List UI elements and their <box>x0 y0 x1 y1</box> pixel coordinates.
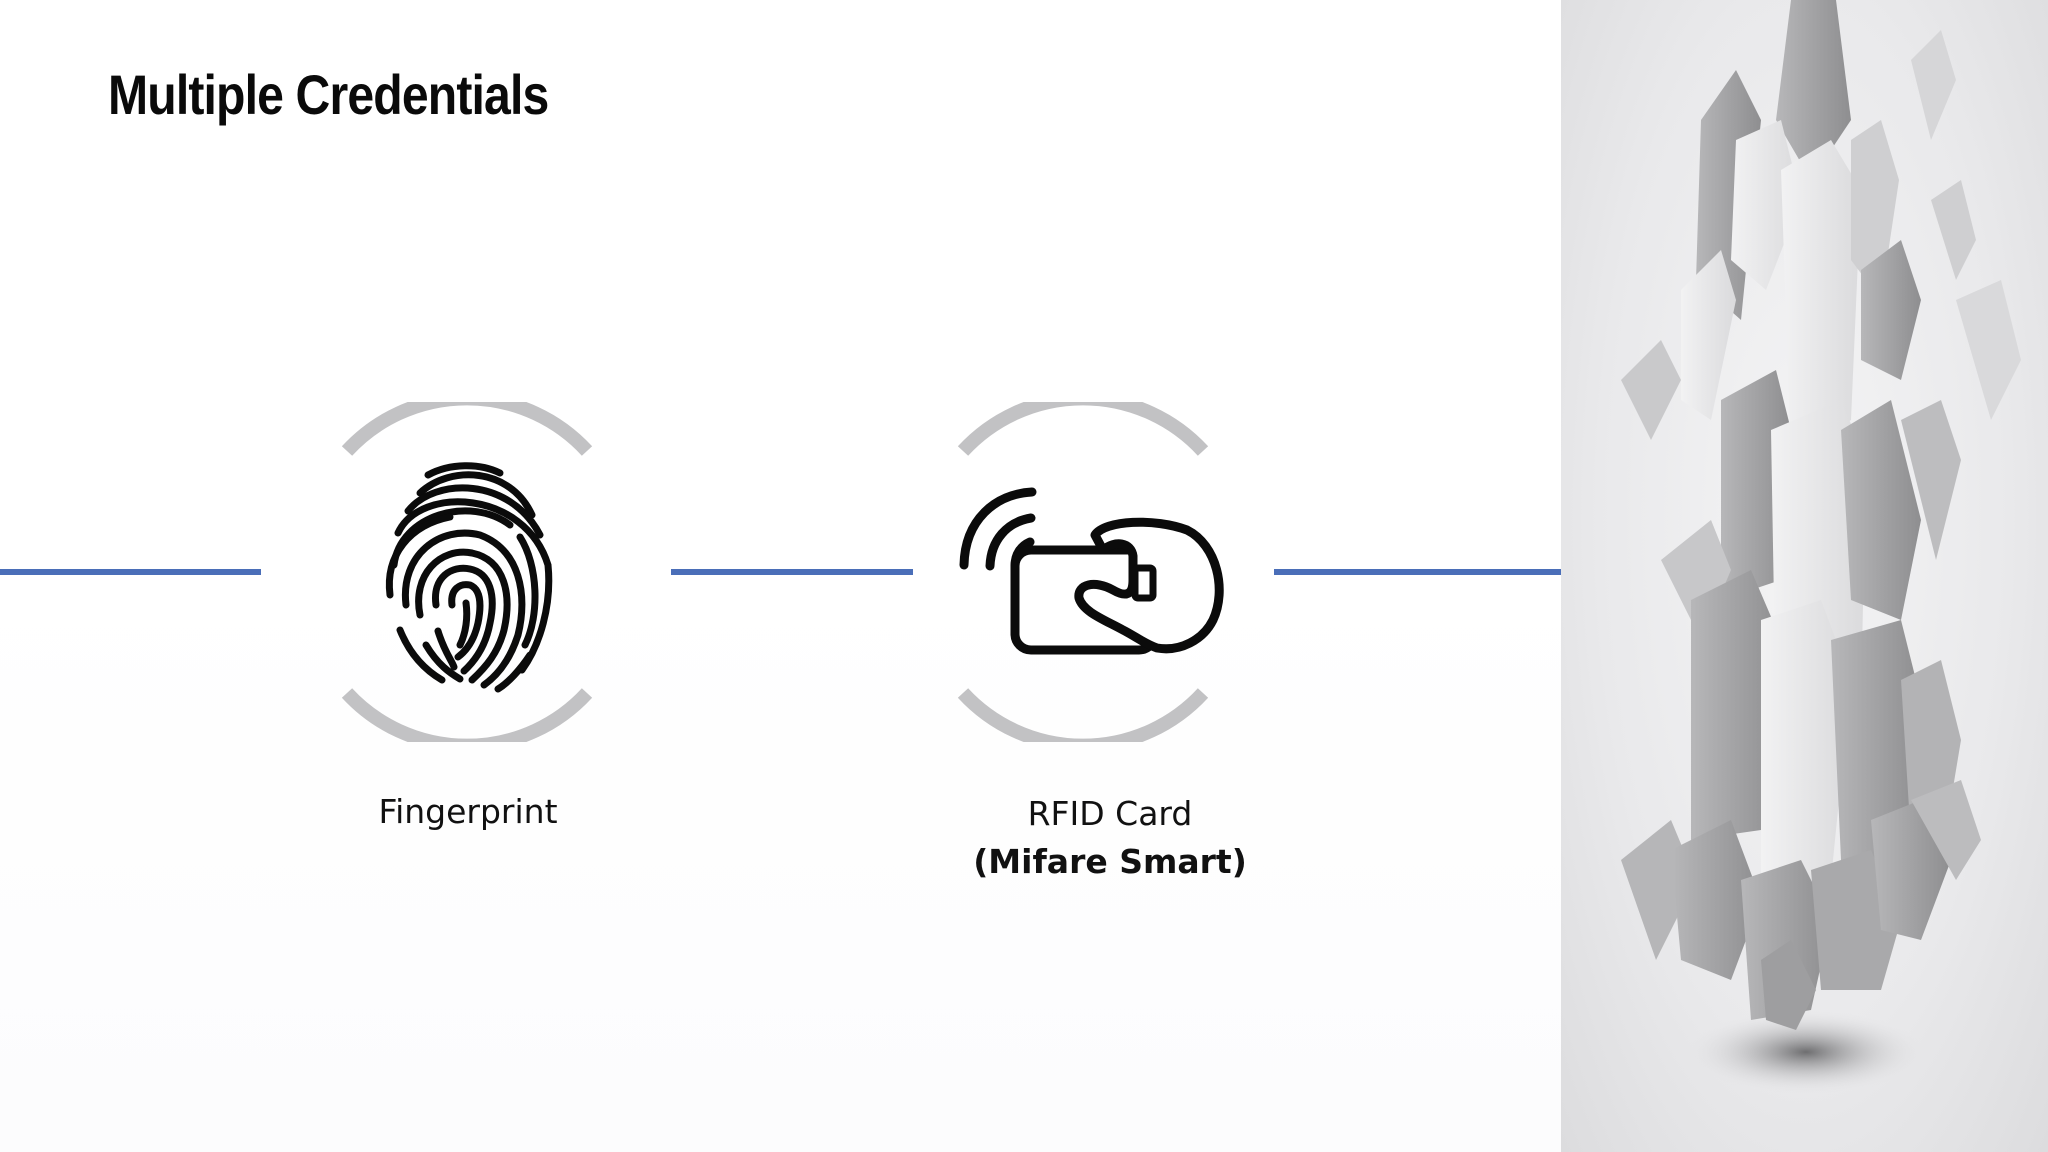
rfid-label-group: RFID Card (Mifare Smart) <box>960 790 1260 886</box>
connector-line-right <box>1274 569 1562 575</box>
rfid-sublabel: (Mifare Smart) <box>973 842 1247 881</box>
slide-title: Multiple Credentials <box>108 63 549 126</box>
fingerprint-ring <box>341 402 593 742</box>
rfid-card-icon <box>959 487 1224 655</box>
connector-line-middle <box>671 569 913 575</box>
connector-line-left <box>0 569 261 575</box>
fingerprint-icon <box>385 462 553 693</box>
abstract-cubes-art <box>1561 0 2048 1152</box>
cubes-art-svg <box>1621 0 2021 1094</box>
rfid-label: RFID Card <box>1027 794 1193 833</box>
fingerprint-label: Fingerprint <box>378 792 558 831</box>
rfid-ring <box>957 402 1209 742</box>
